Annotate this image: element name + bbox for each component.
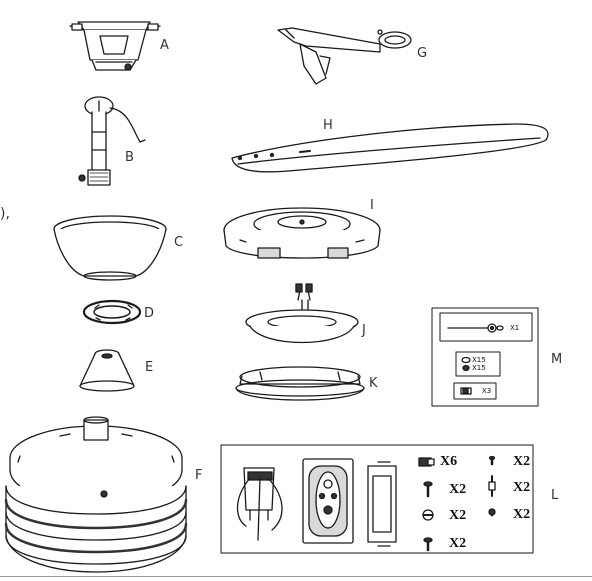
part-f-motor [4,416,188,573]
part-m-hardware-box [431,307,539,407]
m-washer-qty: X15 [472,356,486,364]
l-screw-short-qty: X2 [449,536,467,551]
m-block-qty: X3 [482,387,492,395]
l-washer-round-qty: X2 [449,508,467,523]
part-k-glass-cover [235,366,365,401]
label-f: F [195,468,203,483]
label-m: M [551,352,563,367]
label-l: L [551,488,559,503]
part-i-light-housing [223,207,381,259]
l-screw-small-qty: X2 [449,482,467,497]
label-b: B [125,150,134,165]
l-anchor-qty: X2 [513,507,531,522]
l-screw-long-qty: X2 [513,454,531,469]
label-g: G [417,46,428,61]
part-h-blade [231,123,549,173]
label-c: C [174,235,184,250]
label-k: K [369,376,378,391]
l-connector-qty: X6 [440,454,458,469]
text-fragment: ), [0,206,10,222]
part-e-cover [79,349,135,392]
part-l-hardware-box [220,444,534,554]
l-pin-qty: X2 [513,480,531,495]
part-d-ring [82,299,142,325]
label-d: D [144,306,155,321]
label-i: I [370,198,374,213]
label-e: E [145,360,154,375]
m-screw-qty: X1 [510,324,520,332]
part-b-downrod [78,96,146,186]
part-c-canopy [53,215,167,281]
label-a: A [160,38,169,53]
m-nut-qty: X15 [472,364,486,372]
bottom-divider [0,576,592,577]
label-h: H [323,118,333,133]
label-j: J [362,323,366,338]
part-g-blade-holder [277,27,412,85]
part-j-light-kit [245,283,359,344]
part-a-mounting-bracket [69,21,161,71]
